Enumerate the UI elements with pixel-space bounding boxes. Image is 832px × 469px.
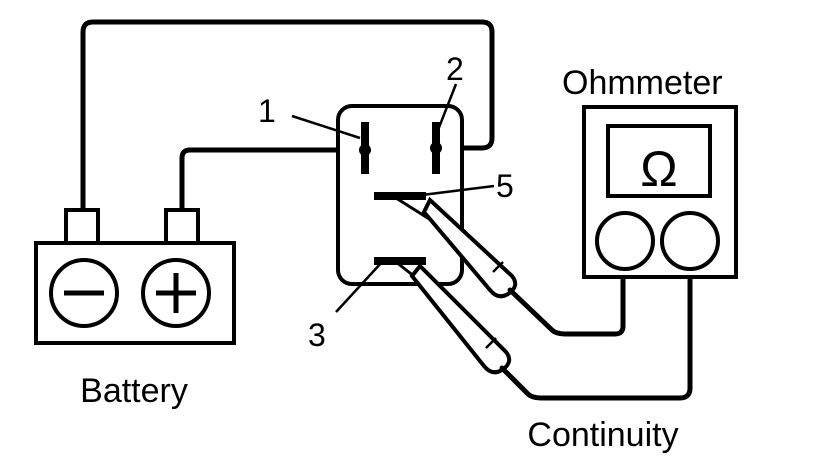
relay-terminal-2 [430, 122, 442, 174]
battery-negative-post [64, 208, 100, 246]
wire-positive-to-terminal-1 [179, 147, 369, 215]
relay-terminal-1 [359, 122, 371, 174]
terminal-label-2: 2 [446, 51, 464, 87]
test-probe-upper [395, 196, 518, 299]
battery [34, 208, 236, 345]
plus-sign-icon [141, 258, 211, 328]
relay-terminal-5 [374, 192, 426, 200]
leader-line-3 [335, 261, 383, 313]
ohmmeter-label: Ohmmeter [562, 64, 723, 102]
continuity-label: Continuity [527, 416, 678, 454]
leader-line-1 [291, 114, 361, 140]
terminal-label-3: 3 [308, 317, 326, 353]
relay-terminal-3 [374, 257, 426, 265]
wire-negative-to-terminal-2 [80, 19, 495, 215]
battery-positive-post [164, 208, 200, 246]
ohmmeter-display [606, 124, 712, 198]
minus-sign-icon [49, 258, 119, 328]
terminal-label-1: 1 [258, 93, 276, 129]
ohmmeter-jack-right [660, 211, 720, 271]
battery-label: Battery [80, 372, 188, 410]
leader-line-5 [413, 184, 495, 198]
terminal-label-5: 5 [496, 168, 514, 204]
ohmmeter [582, 105, 738, 279]
leader-line-2 [436, 83, 458, 131]
ohm-symbol-icon: Ω [640, 141, 677, 197]
probe-lead-upper [507, 259, 626, 337]
ohmmeter-jack-left [595, 211, 655, 271]
probe-lead-lower [499, 259, 693, 401]
